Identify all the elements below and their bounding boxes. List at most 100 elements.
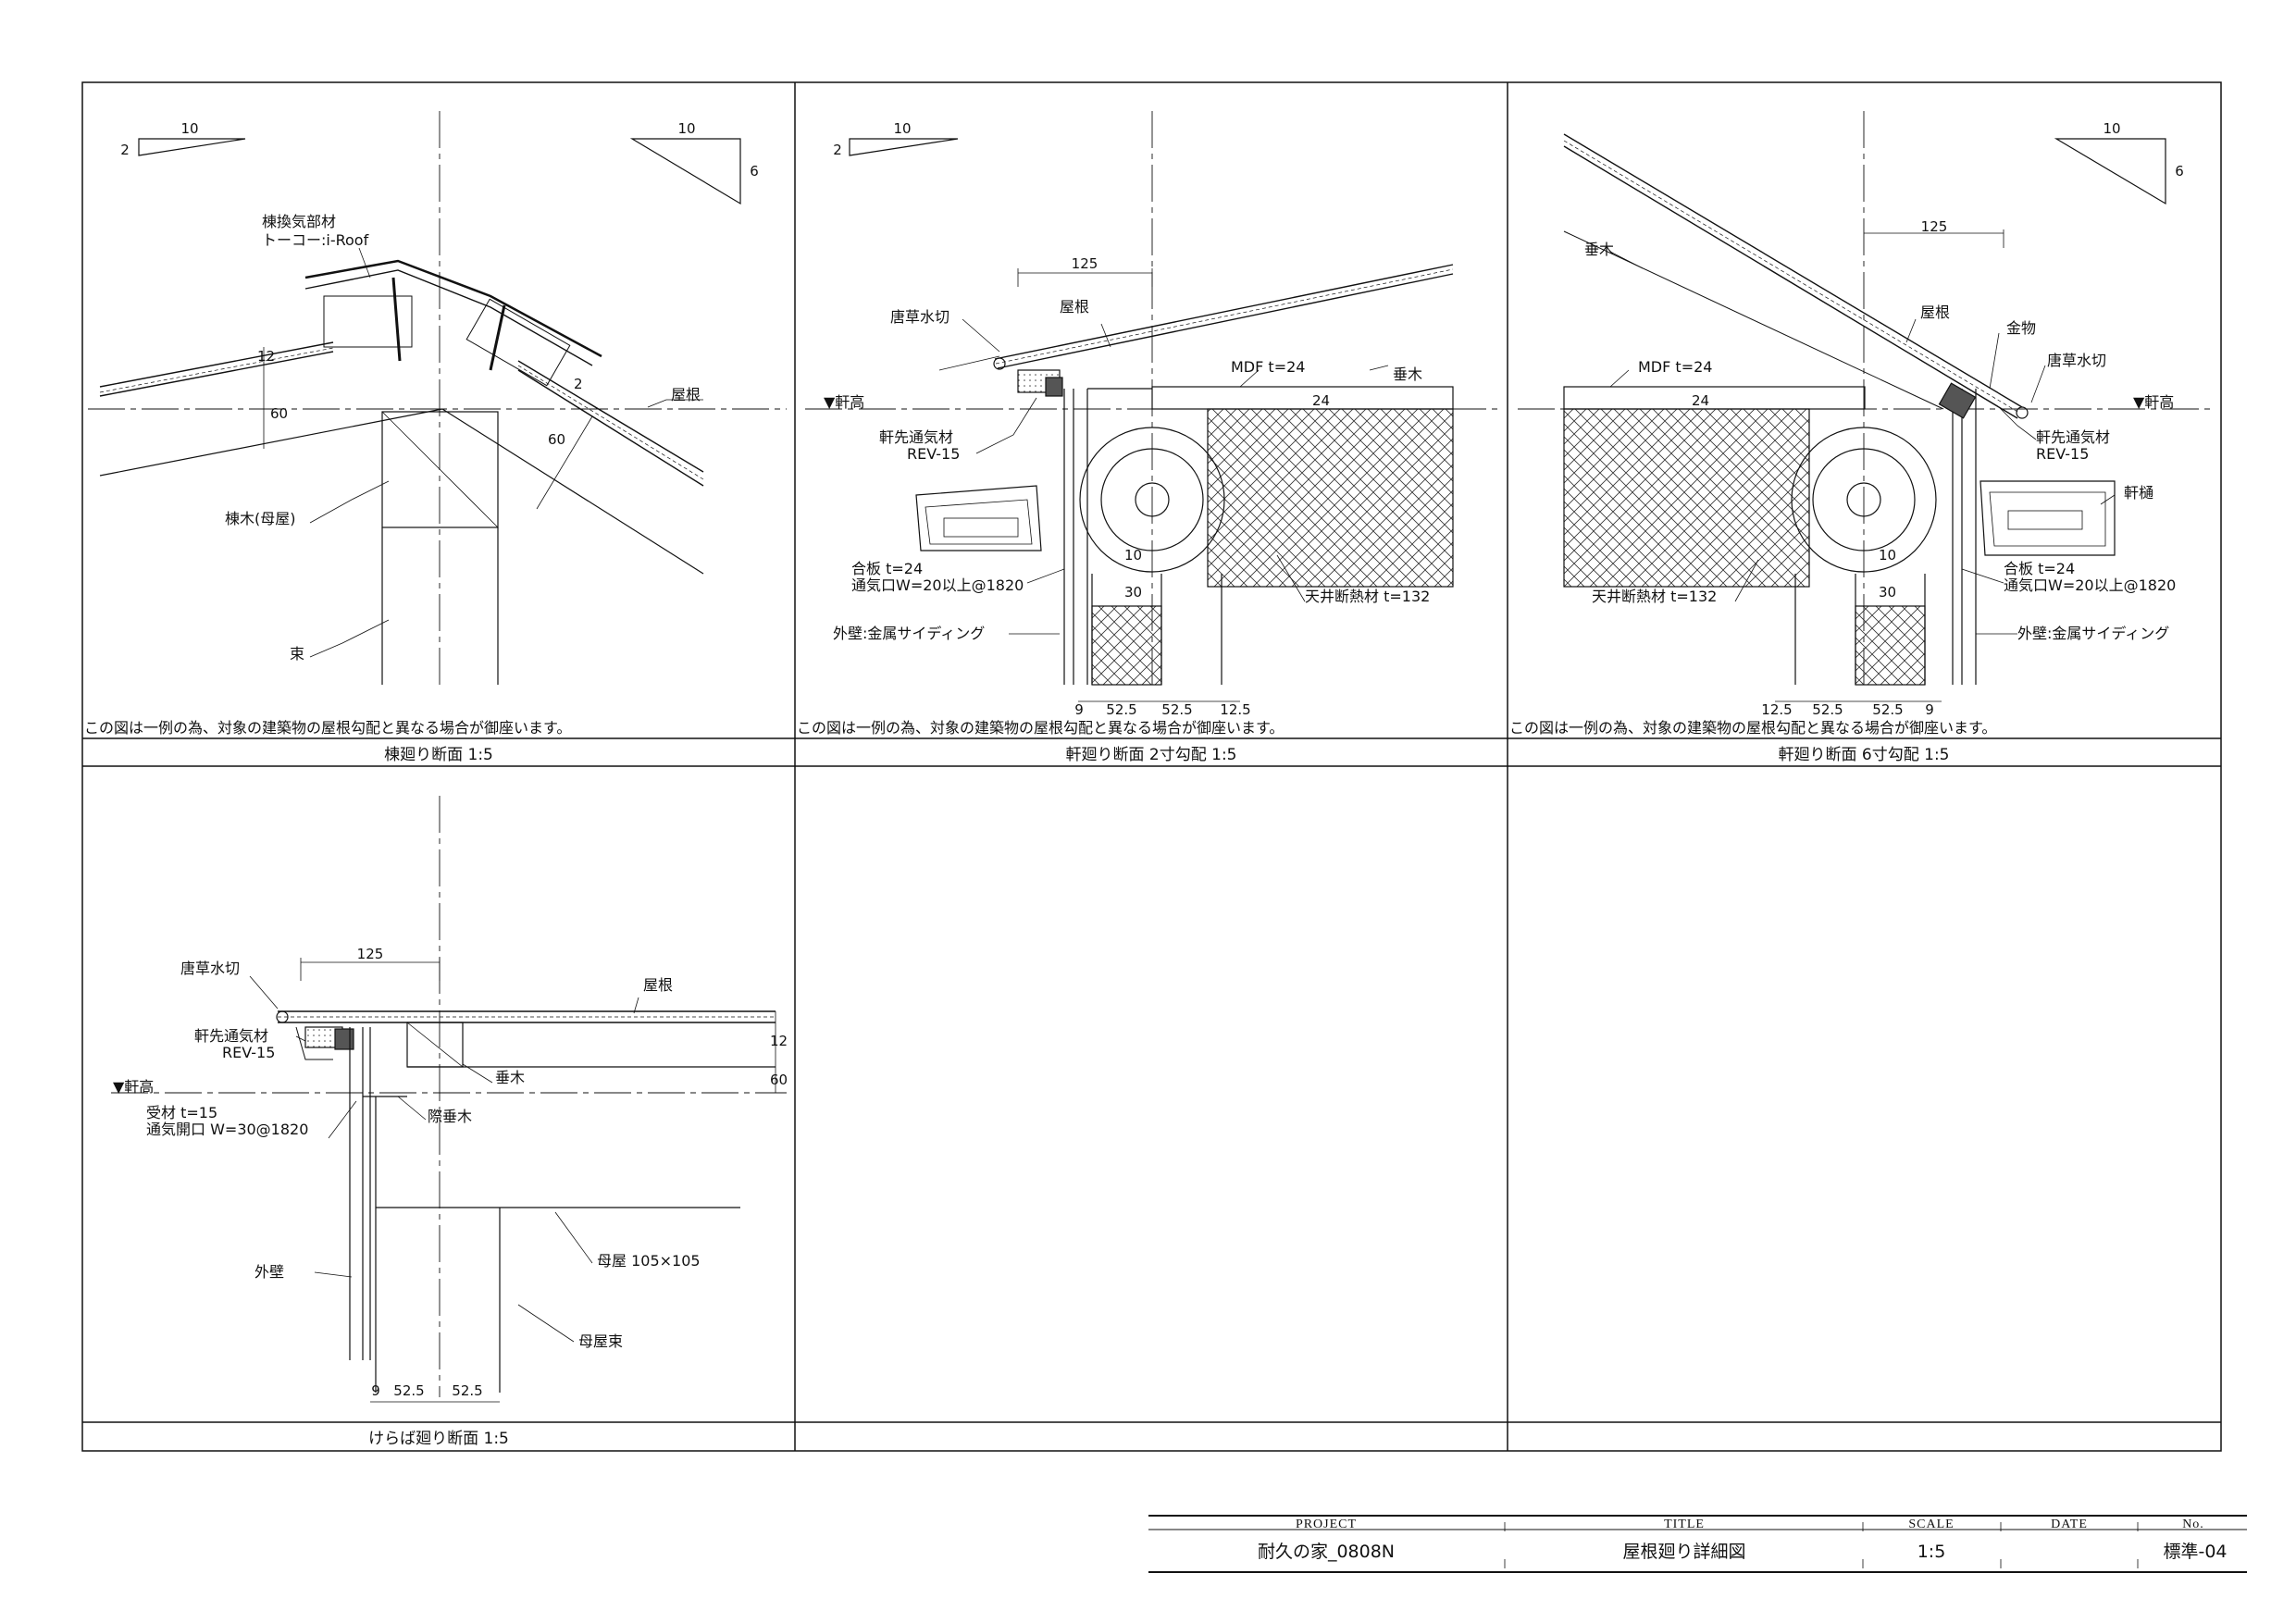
verge-label-eave-height: ▼軒高	[113, 1078, 154, 1096]
eave6-label-insulation: 天井断熱材 t=132	[1592, 588, 1717, 605]
eave2-slope-run: 10	[893, 120, 911, 137]
verge-label-purlin: 母屋 105×105	[597, 1252, 701, 1270]
eave-2sun-text: 10 2 125 唐草水切 屋根 MDF t=24 垂木 ▼軒高 軒先通気材 R…	[824, 120, 1430, 718]
eave6-slope-run: 10	[2103, 120, 2120, 137]
verge-label-edge-rafter: 際垂木	[428, 1108, 472, 1125]
eave2-label-karakusa: 唐草水切	[890, 308, 949, 326]
eave2-dim-b3: 52.5	[1161, 701, 1192, 718]
ridge-section-text: 10 2 10 6 棟換気部材 トーコー:i-Roof 屋根 棟木(母屋) 束 …	[120, 120, 759, 663]
eave6-dim-24: 24	[1692, 392, 1709, 409]
verge-dim-12: 12	[770, 1033, 788, 1049]
ridge-slope-left-run: 10	[180, 120, 198, 137]
tb-project: 耐久の家_0808N	[1258, 1542, 1395, 1562]
eave6-label-wall: 外壁:金属サイディング	[2017, 625, 2169, 642]
frame-grid	[81, 81, 2222, 1452]
eave6-dim-30: 30	[1879, 584, 1896, 601]
ridge-dim-60a: 60	[270, 405, 288, 422]
note-eave-2sun: この図は一例の為、対象の建築物の屋根勾配と異なる場合が御座います。	[797, 719, 1284, 737]
eave2-label-insulation: 天井断熱材 t=132	[1305, 588, 1430, 605]
eave6-dim-b4: 9	[1925, 701, 1934, 718]
eave6-slope-rise: 6	[2175, 163, 2184, 180]
tb-header-title: TITLE	[1664, 1518, 1705, 1531]
tb-no: 標準-04	[2163, 1542, 2227, 1562]
eave6-label-vent-opening: 通気口W=20以上@1820	[2004, 576, 2176, 594]
label-vent-part: 棟換気部材	[262, 213, 336, 230]
label-ridge-beam: 棟木(母屋)	[225, 510, 296, 527]
eave2-label-vent-opening: 通気口W=20以上@1820	[851, 576, 1024, 594]
ridge-dim-12: 12	[257, 348, 275, 365]
eave6-dim-b3: 52.5	[1872, 701, 1903, 718]
caption-ridge: 棟廻り断面 1:5	[384, 746, 493, 764]
eave6-label-vent1: 軒先通気材	[2036, 428, 2110, 446]
eave-6sun-drawing	[1518, 111, 2212, 702]
eave6-label-plywood: 合板 t=24	[2004, 560, 2075, 577]
verge-label-vent2: REV-15	[222, 1044, 275, 1061]
verge-dim-60: 60	[770, 1072, 788, 1088]
note-ridge: この図は一例の為、対象の建築物の屋根勾配と異なる場合が御座います。	[84, 719, 571, 737]
eave2-label-vent2: REV-15	[907, 445, 960, 463]
eave2-label-rafter: 垂木	[1393, 365, 1422, 383]
eave6-label-vent2: REV-15	[2036, 445, 2089, 463]
eave2-dim-b2: 52.5	[1106, 701, 1136, 718]
eave6-dim-125: 125	[1921, 218, 1948, 235]
verge-label-vent1: 軒先通気材	[194, 1027, 268, 1045]
ridge-dim-60b: 60	[548, 431, 565, 448]
eave6-label-eave-height: ▼軒高	[2133, 393, 2174, 411]
label-strut: 束	[290, 645, 304, 663]
label-roof: 屋根	[671, 386, 701, 403]
eave6-label-mdf: MDF t=24	[1638, 358, 1712, 376]
verge-section-drawing	[111, 796, 787, 1403]
ridge-slope-right-run: 10	[677, 120, 695, 137]
verge-section-text: 125 唐草水切 屋根 軒先通気材 REV-15 垂木 ▼軒高 受材 t=15 …	[113, 946, 788, 1399]
eave2-dim-125: 125	[1072, 255, 1098, 272]
eave-2sun-drawing	[805, 111, 1499, 702]
tb-scale: 1:5	[1917, 1542, 1946, 1562]
tb-header-date: DATE	[2051, 1518, 2088, 1531]
note-eave-6sun: この図は一例の為、対象の建築物の屋根勾配と異なる場合が御座います。	[1509, 719, 1996, 737]
ridge-slope-right-rise: 6	[750, 163, 759, 180]
eave2-dim-b1: 9	[1074, 701, 1084, 718]
eave2-label-wall: 外壁:金属サイディング	[833, 625, 985, 642]
eave6-label-rafter: 垂木	[1584, 241, 1614, 258]
eave2-slope-rise: 2	[833, 142, 842, 158]
verge-label-purlin-strut: 母屋束	[578, 1332, 623, 1350]
eave6-label-roof: 屋根	[1920, 304, 1950, 321]
eave2-label-plywood: 合板 t=24	[851, 560, 923, 577]
verge-label-karakusa: 唐草水切	[180, 960, 240, 977]
verge-dim-b3: 52.5	[452, 1382, 482, 1399]
verge-dim-125: 125	[357, 946, 384, 962]
verge-label-vent-opening: 通気開口 W=30@1820	[146, 1121, 308, 1138]
tb-header-no: No.	[2182, 1518, 2204, 1531]
verge-dim-b2: 52.5	[393, 1382, 424, 1399]
eave2-label-mdf: MDF t=24	[1231, 358, 1305, 376]
verge-label-receiver: 受材 t=15	[146, 1104, 217, 1121]
eave2-dim-b4: 12.5	[1220, 701, 1250, 718]
verge-label-rafter: 垂木	[495, 1069, 525, 1086]
eave6-label-fitting: 金物	[2006, 319, 2036, 337]
tb-header-project: PROJECT	[1296, 1518, 1357, 1531]
caption-eave-6sun: 軒廻り断面 6寸勾配 1:5	[1779, 746, 1950, 764]
ridge-slope-left-rise: 2	[120, 142, 130, 158]
verge-dim-b1: 9	[371, 1382, 380, 1399]
verge-label-roof: 屋根	[643, 976, 673, 994]
eave2-label-vent1: 軒先通気材	[879, 428, 953, 446]
tb-title: 屋根廻り詳細図	[1622, 1542, 1745, 1562]
ridge-section-drawing	[88, 111, 787, 685]
eave2-dim-10: 10	[1124, 547, 1142, 564]
eave6-dim-b1: 12.5	[1761, 701, 1792, 718]
panel-captions: 棟廻り断面 1:5 軒廻り断面 2寸勾配 1:5 軒廻り断面 6寸勾配 1:5 …	[368, 746, 1949, 1448]
eave-6sun-text: 10 6 125 垂木 屋根 金物 唐草水切 MDF t=24 ▼軒高 軒先通気…	[1584, 120, 2184, 718]
eave6-dim-10: 10	[1879, 547, 1896, 564]
title-block: PROJECT TITLE SCALE DATE No. 耐久の家_0808N …	[1148, 1515, 2247, 1573]
ridge-dim-2: 2	[574, 376, 583, 392]
tb-header-scale: SCALE	[1908, 1518, 1954, 1531]
label-vent-product: トーコー:i-Roof	[262, 231, 369, 249]
caption-eave-2sun: 軒廻り断面 2寸勾配 1:5	[1066, 746, 1237, 764]
eave2-dim-24: 24	[1312, 392, 1330, 409]
verge-label-wall: 外壁	[254, 1263, 284, 1281]
eave6-label-karakusa: 唐草水切	[2047, 352, 2106, 369]
caption-verge: けらば廻り断面 1:5	[368, 1430, 509, 1448]
eave6-label-gutter: 軒樋	[2124, 484, 2153, 502]
eave2-label-roof: 屋根	[1060, 298, 1089, 316]
